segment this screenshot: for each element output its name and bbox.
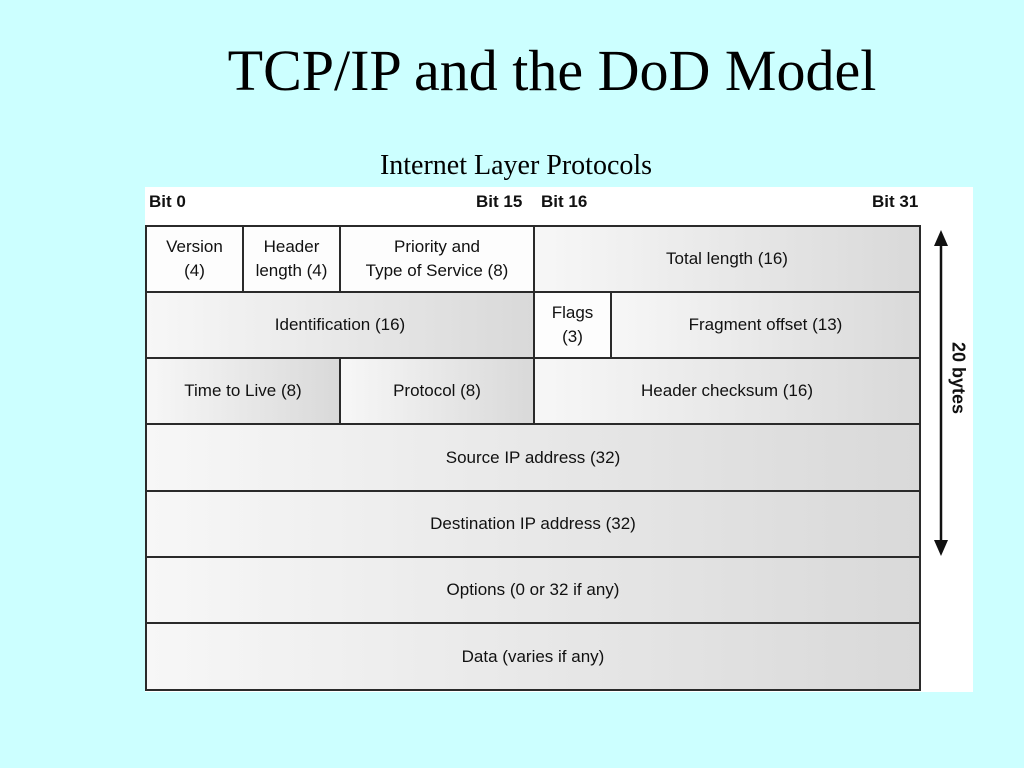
destination-ip-field: Destination IP address (32) [145, 490, 921, 558]
slide-title: TCP/IP and the DoD Model [227, 38, 877, 103]
double-arrow-icon [934, 230, 948, 556]
priority-tos-line-2: Type of Service (8) [365, 261, 509, 280]
version-line-1: Version [166, 237, 223, 256]
total-length-field: Total length (16) [533, 225, 921, 293]
options-label: Options (0 or 32 if any) [446, 580, 620, 599]
flags-line-2: (3) [562, 327, 583, 346]
destination-ip-label: Destination IP address (32) [430, 514, 636, 533]
version-line-2: (4) [184, 261, 205, 280]
total-length-label: Total length (16) [666, 249, 788, 268]
fragment-offset-field: Fragment offset (13) [610, 291, 921, 359]
data-label: Data (varies if any) [461, 646, 605, 666]
protocol-label: Protocol (8) [393, 381, 481, 400]
header-length-line-1: Header [263, 237, 320, 256]
bit-31-label: Bit 31 [872, 192, 919, 211]
header-length-field: Header length (4) [242, 225, 341, 293]
fragment-offset-label: Fragment offset (13) [688, 315, 843, 334]
header-length-line-2: length (4) [255, 261, 328, 280]
source-ip-label: Source IP address (32) [445, 447, 621, 467]
slide-subtitle: Internet Layer Protocols [379, 150, 653, 181]
source-ip-field: Source IP address (32) [145, 423, 921, 492]
flags-field: Flags (3) [533, 291, 612, 359]
data-field: Data (varies if any) [145, 622, 921, 691]
header-checksum-field: Header checksum (16) [533, 357, 921, 425]
identification-label: Identification (16) [274, 315, 406, 334]
bit-15-label: Bit 15 [476, 192, 523, 211]
priority-tos-line-1: Priority and [394, 237, 480, 256]
version-field: Version (4) [145, 225, 244, 293]
flags-line-1: Flags [551, 303, 594, 322]
ttl-field: Time to Live (8) [145, 357, 341, 425]
ttl-label: Time to Live (8) [184, 381, 302, 400]
identification-field: Identification (16) [145, 291, 535, 359]
bit-0-label: Bit 0 [149, 192, 186, 211]
protocol-field: Protocol (8) [339, 357, 535, 425]
header-size-arrow [930, 230, 952, 556]
header-checksum-label: Header checksum (16) [641, 381, 813, 400]
bit-16-label: Bit 16 [541, 192, 588, 211]
header-size-label: 20 bytes [948, 341, 969, 415]
options-field: Options (0 or 32 if any) [145, 556, 921, 624]
